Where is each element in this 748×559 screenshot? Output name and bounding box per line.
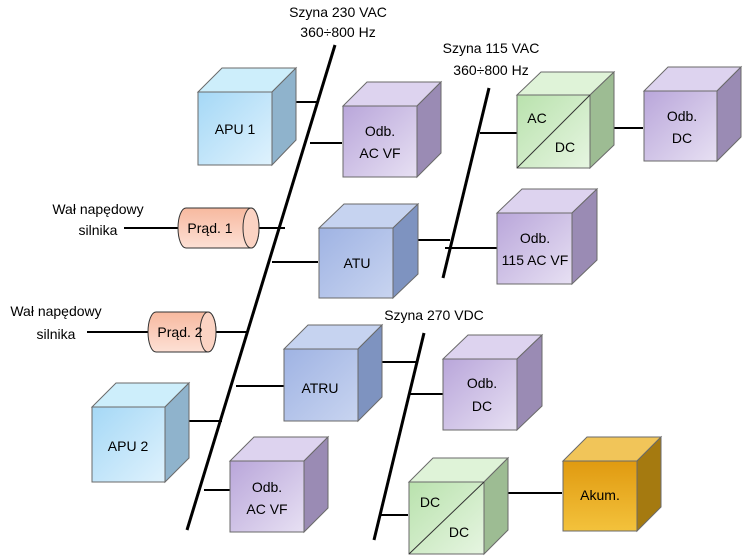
generator-2: Prąd. 2 bbox=[147, 311, 217, 353]
shaft1-label-line1: Wał napędowy bbox=[52, 201, 143, 217]
akum-battery-box: Akum. bbox=[561, 435, 663, 533]
shaft2-label-line2: silnika bbox=[37, 326, 76, 342]
bus-230vac-freq: 360÷800 Hz bbox=[300, 24, 375, 40]
odb-acvf-bottom-line2: AC VF bbox=[246, 501, 287, 517]
apu-1-box: APU 1 bbox=[196, 66, 298, 167]
atru-box: ATRU bbox=[282, 323, 384, 423]
atu-label: ATU bbox=[344, 255, 371, 271]
shaft2-label-line1: Wał napędowy bbox=[10, 303, 101, 319]
connection-wires bbox=[87, 101, 643, 516]
apu-2-label: APU 2 bbox=[108, 438, 149, 454]
odb-dc-mid-line1: Odb. bbox=[467, 375, 497, 391]
bus-230vac bbox=[185, 44, 337, 531]
odb-dc-mid-line2: DC bbox=[472, 398, 492, 414]
bus-230vac-name: Szyna 230 VAC bbox=[289, 4, 387, 20]
odb-dc-top-line1: Odb. bbox=[667, 108, 697, 124]
dc-dc-top-label: DC bbox=[420, 494, 440, 510]
odb-acvf-top-line1: Odb. bbox=[365, 123, 395, 139]
generator-1: Prąd. 1 bbox=[177, 207, 260, 249]
odb-115-line2: 115 AC VF bbox=[502, 252, 569, 268]
odb-acvf-bottom-box: Odb. AC VF bbox=[228, 435, 330, 534]
generator-2-label: Prąd. 2 bbox=[157, 324, 202, 340]
odb-dc-top-line2: DC bbox=[672, 130, 692, 146]
bus-115vac-freq: 360÷800 Hz bbox=[453, 62, 528, 78]
generator-1-label: Prąd. 1 bbox=[187, 220, 232, 236]
odb-dc-mid-box: Odb. DC bbox=[441, 333, 544, 432]
bus-270vdc bbox=[372, 332, 426, 541]
atru-label: ATRU bbox=[301, 380, 338, 396]
bus-115vac-name: Szyna 115 VAC bbox=[443, 40, 540, 56]
ac-dc-converter-box: AC DC bbox=[515, 70, 616, 170]
odb-acvf-top-box: Odb. AC VF bbox=[341, 80, 443, 179]
dc-dc-bottom-label: DC bbox=[449, 524, 469, 540]
apu-1-label: APU 1 bbox=[215, 121, 256, 137]
odb-acvf-bottom-line1: Odb. bbox=[252, 479, 282, 495]
dc-dc-converter-box: DC DC bbox=[407, 456, 510, 556]
shaft1-label-line2: silnika bbox=[79, 222, 118, 238]
odb-dc-top-box: Odb. DC bbox=[642, 65, 743, 163]
akum-label: Akum. bbox=[580, 487, 620, 503]
atu-box: ATU bbox=[317, 202, 420, 300]
odb-acvf-top-line2: AC VF bbox=[359, 145, 400, 161]
bus-115vac bbox=[441, 87, 491, 279]
odb-115-line1: Odb. bbox=[520, 230, 550, 246]
odb-115-acvf-box: Odb. 115 AC VF bbox=[495, 187, 599, 286]
ac-dc-top-label: AC bbox=[527, 110, 546, 126]
ac-dc-bottom-label: DC bbox=[555, 139, 575, 155]
apu-2-box: APU 2 bbox=[90, 381, 191, 484]
bus-270vdc-name: Szyna 270 VDC bbox=[384, 307, 484, 323]
